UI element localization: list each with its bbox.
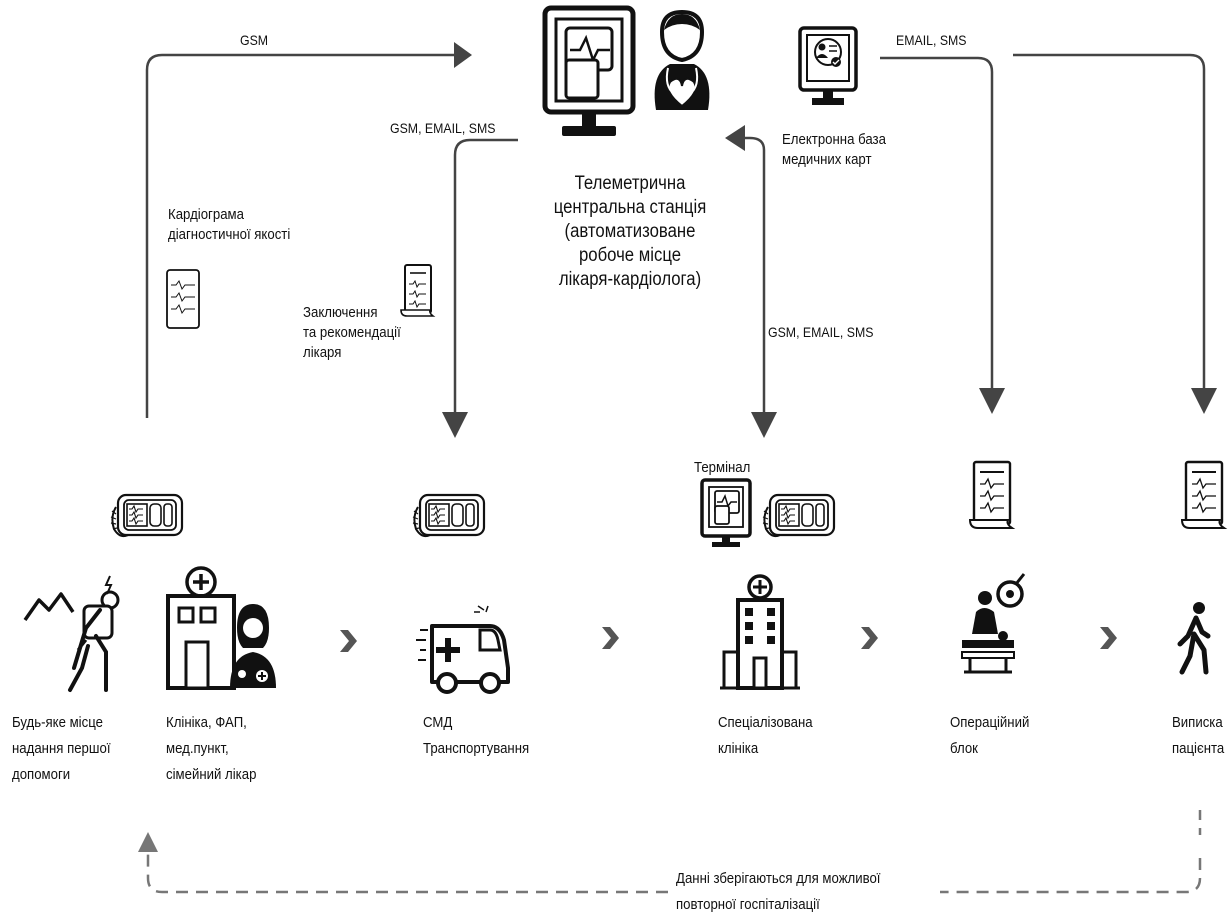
emr-monitor-icon bbox=[798, 26, 858, 105]
edge-label-gsm-email-sms: GSM, EMAIL, SMS bbox=[390, 120, 496, 136]
flow-chevron bbox=[861, 627, 878, 649]
ecg-device-icon bbox=[761, 493, 836, 538]
arrowhead-down bbox=[979, 388, 1005, 414]
stage-label-clinic: Клініка, ФАП, мед.пункт, сімейний лікар bbox=[166, 714, 257, 783]
edge-label-gsm-email-sms-bidirectional: GSM, EMAIL, SMS bbox=[768, 324, 874, 340]
stage-label-specialized-clinic: Спеціалізована клініка bbox=[718, 714, 813, 757]
arrowhead-up bbox=[138, 832, 158, 852]
female-doctor-icon bbox=[230, 604, 276, 688]
terminal-icon bbox=[700, 478, 752, 547]
emr-label: Електронна база медичних карт bbox=[782, 131, 886, 168]
arrowhead-down bbox=[751, 412, 777, 438]
station-title: Телеметрична центральна станція (автомат… bbox=[553, 173, 707, 290]
flow-chevron bbox=[602, 627, 619, 649]
arrowhead-left bbox=[725, 125, 745, 151]
cardiogram-label: Кардіограма діагностичної якості bbox=[168, 206, 291, 243]
document-scroll-icon bbox=[968, 460, 1014, 530]
edge-label-email-sms: EMAIL, SMS bbox=[896, 32, 967, 48]
mountain-hiker-icon bbox=[23, 575, 120, 692]
arrowhead-down bbox=[1191, 388, 1217, 414]
hospital-building-icon bbox=[720, 574, 800, 690]
walking-person-icon bbox=[1177, 602, 1211, 675]
cardiogram-doc-icon bbox=[166, 269, 200, 329]
stage-label-discharge: Виписка пацієнта bbox=[1172, 714, 1225, 757]
edge-label-gsm: GSM bbox=[240, 32, 269, 48]
arrowhead-right bbox=[454, 42, 472, 68]
operating-room-icon bbox=[961, 573, 1026, 674]
document-scroll-icon bbox=[1180, 460, 1226, 530]
monitor-icon bbox=[542, 5, 636, 136]
conclusion-scroll-icon bbox=[400, 264, 436, 317]
doctor-icon bbox=[654, 9, 710, 110]
stage-label-ambulance: СМД Транспортування bbox=[423, 714, 530, 757]
ecg-device-icon bbox=[109, 493, 184, 538]
flow-chevron bbox=[1100, 627, 1117, 649]
clinic-building-icon bbox=[166, 566, 236, 690]
arrowhead-down bbox=[442, 412, 468, 438]
stage-label-first-aid: Будь-яке місце надання першої допомоги bbox=[12, 714, 111, 783]
footer-note: Данні зберігаються для можливої повторно… bbox=[676, 870, 881, 913]
stage-label-operating-block: Операційний блок bbox=[950, 714, 1030, 757]
ecg-device-icon bbox=[411, 493, 486, 538]
flow-chevron bbox=[340, 630, 357, 652]
terminal-label: Термінал bbox=[694, 459, 751, 476]
ambulance-icon bbox=[416, 605, 510, 694]
conclusion-label: Заключення та рекомендації лікаря bbox=[303, 304, 401, 361]
